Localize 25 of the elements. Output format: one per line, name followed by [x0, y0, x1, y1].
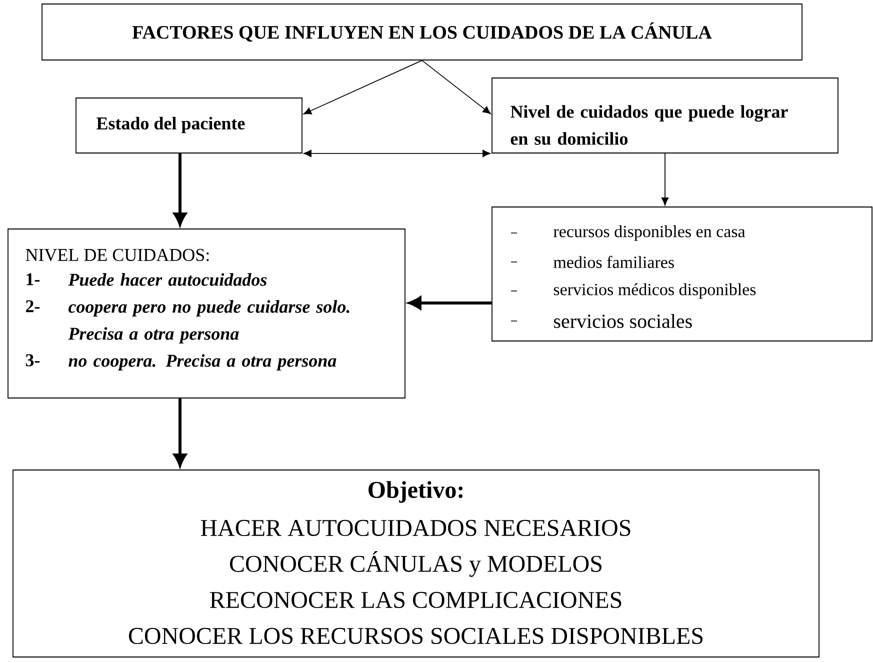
box-heading: NIVEL DE CUIDADOS: [26, 248, 209, 262]
box-text: Nivel de cuidados que puede lograr en su domicilio [510, 105, 788, 145]
list-item: recursos disponibles en casa [554, 225, 746, 241]
box-text: CONOCER LOS RECURSOS SOCIALES DISPONIBLES [128, 628, 702, 644]
item-number: 2- [26, 300, 40, 312]
list-item: no coopera. Precisa a otra persona [68, 354, 336, 370]
item-number: 3- [26, 354, 40, 366]
box-text: CONOCER CÁNULAS y MODELOS [230, 551, 602, 577]
arrow [303, 60, 422, 114]
arrow [661, 153, 669, 206]
item-number: 1- [26, 273, 40, 286]
arrow [304, 150, 490, 158]
list-item: medios familiares [554, 256, 674, 268]
list-item: Puede hacer autocuidados [68, 273, 267, 286]
arrow [174, 153, 186, 226]
list-item: servicios médicos disponibles [554, 283, 756, 299]
box-heading: Objetivo: [368, 481, 463, 503]
list-item: servicios sociales [554, 314, 692, 328]
arrow [422, 60, 491, 114]
box-text: Estado del paciente [96, 116, 245, 134]
box-text: RECONOCER LAS COMPLICACIONES [210, 592, 622, 608]
heading: FACTORES QUE INFLUYEN EN LOS CUIDADOS DE LA CÁNULA [132, 22, 712, 42]
arrow [174, 398, 186, 466]
arrow [408, 296, 492, 310]
box-text: HACER AUTOCUIDADOS NECESARIOS [200, 520, 630, 536]
